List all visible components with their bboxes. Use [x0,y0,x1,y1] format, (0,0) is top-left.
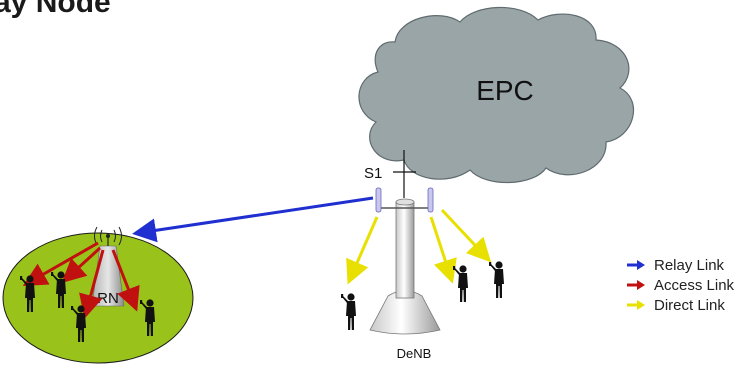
user-icon [341,293,356,330]
rn-label: RN [97,290,119,307]
denb-label: DeNB [397,346,432,361]
arrow-right-icon [627,260,645,270]
user-icon [489,261,504,298]
legend-item-direct: Direct Link [626,295,734,315]
legend-label: Relay Link [654,256,725,274]
arrow-right-icon [627,300,645,310]
legend-item-relay: Relay Link [626,255,734,275]
epc-label: EPC [476,75,534,106]
access-link-arrows [22,241,140,319]
s1-interface [393,150,416,198]
legend-label: Direct Link [654,296,725,314]
epc-cloud [358,6,635,184]
relay-link-arrow [132,196,374,243]
denb-tower-icon [369,187,441,335]
s1-label: S1 [364,165,382,182]
arrow-right-icon [627,280,645,290]
direct-link-arrows [346,208,492,285]
legend-item-access: Access Link [626,275,734,295]
legend: Relay Link Access Link Direct Link [626,255,734,315]
legend-label: Access Link [654,276,735,294]
user-icon [453,265,468,302]
page-title: ay Node [0,0,111,19]
